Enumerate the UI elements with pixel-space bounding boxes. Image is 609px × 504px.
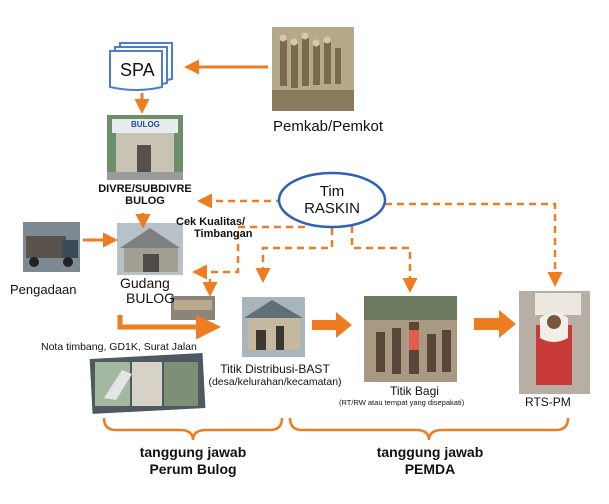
dash-tim-to-bagi: [350, 226, 418, 293]
bulog-resp-line1: tanggung jawab: [139, 444, 247, 460]
titik-bagi-note: (RT/RW atau tempat yang disepakati): [339, 398, 465, 407]
tim-raskin-ellipse: [277, 171, 387, 229]
titik-distribusi-photo: [242, 297, 305, 357]
cek-label-line2: Timbangan: [194, 228, 253, 240]
dashed-arrows: [192, 193, 563, 297]
bulog-resp-line2: Perum Bulog: [149, 461, 237, 477]
solid-arrows: [83, 59, 268, 340]
nota-label: Nota timbang, GD1K, Surat Jalan: [41, 341, 197, 353]
bulog-sign-text: BULOG: [131, 120, 160, 129]
pemda-resp-line2: PEMDA: [404, 461, 456, 477]
bracket-bulog: [102, 417, 284, 441]
bulog-responsibility: tanggung jawab Perum Bulog: [118, 444, 268, 478]
cek-kualitas-label: Cek Kualitas/ Timbangan: [176, 216, 252, 240]
cek-kualitas-photo: [171, 296, 215, 320]
dash-tim-to-distribusi: [255, 228, 334, 283]
divre-label-line2: BULOG: [125, 195, 165, 207]
pemda-resp-line1: tanggung jawab: [376, 444, 484, 460]
spa-document-icon: [109, 42, 173, 91]
rts-pm-photo: [519, 291, 590, 394]
dash-tim-to-gudang: [192, 225, 305, 280]
divre-label: DIVRE/SUBDIVRE BULOG: [92, 183, 198, 207]
responsibility-brackets: [102, 417, 570, 441]
gudang-label: Gudang BULOG: [120, 276, 175, 306]
pemkab-label: Pemkab/Pemkot: [273, 118, 384, 135]
tim-label-line1: Tim: [319, 183, 345, 200]
nota-documents-photo: [89, 353, 206, 414]
divre-label-line1: DIVRE/SUBDIVRE: [98, 183, 192, 195]
rts-pm-label: RTS-PM: [525, 395, 571, 409]
arrow-distribusi-to-bagi: [312, 312, 352, 338]
arrow-gudang-to-distribusi: [117, 314, 221, 340]
gudang-label-line2: BULOG: [126, 290, 176, 306]
pemkab-photo: [272, 27, 354, 111]
titik-distribusi-line2: (desa/kelurahan/kecamatan): [208, 376, 342, 388]
gudang-warehouse-photo: [117, 223, 183, 275]
cek-label-line1: Cek Kualitas/: [176, 216, 246, 228]
tim-label-line2: RASKIN: [304, 200, 360, 217]
bracket-pemda: [288, 417, 570, 441]
titik-distribusi-label: Titik Distribusi-BAST (desa/kelurahan/ke…: [200, 363, 350, 389]
gudang-label-line1: Gudang: [120, 275, 170, 291]
spa-label: SPA: [120, 60, 155, 80]
arrow-bagi-to-rts: [474, 310, 516, 338]
tim-raskin-label: Tim RASKIN: [279, 183, 385, 217]
pengadaan-truck-photo: [23, 222, 80, 272]
bulog-office-photo: [107, 115, 183, 180]
pengadaan-label: Pengadaan: [10, 282, 77, 297]
pemda-responsibility: tanggung jawab PEMDA: [355, 444, 505, 478]
titik-bagi-label: Titik Bagi: [390, 384, 439, 398]
block-arrows: [312, 310, 516, 338]
titik-bagi-photo: [364, 296, 457, 382]
dash-tim-to-rts: [385, 202, 563, 287]
titik-distribusi-line1: Titik Distribusi-BAST: [220, 362, 330, 376]
